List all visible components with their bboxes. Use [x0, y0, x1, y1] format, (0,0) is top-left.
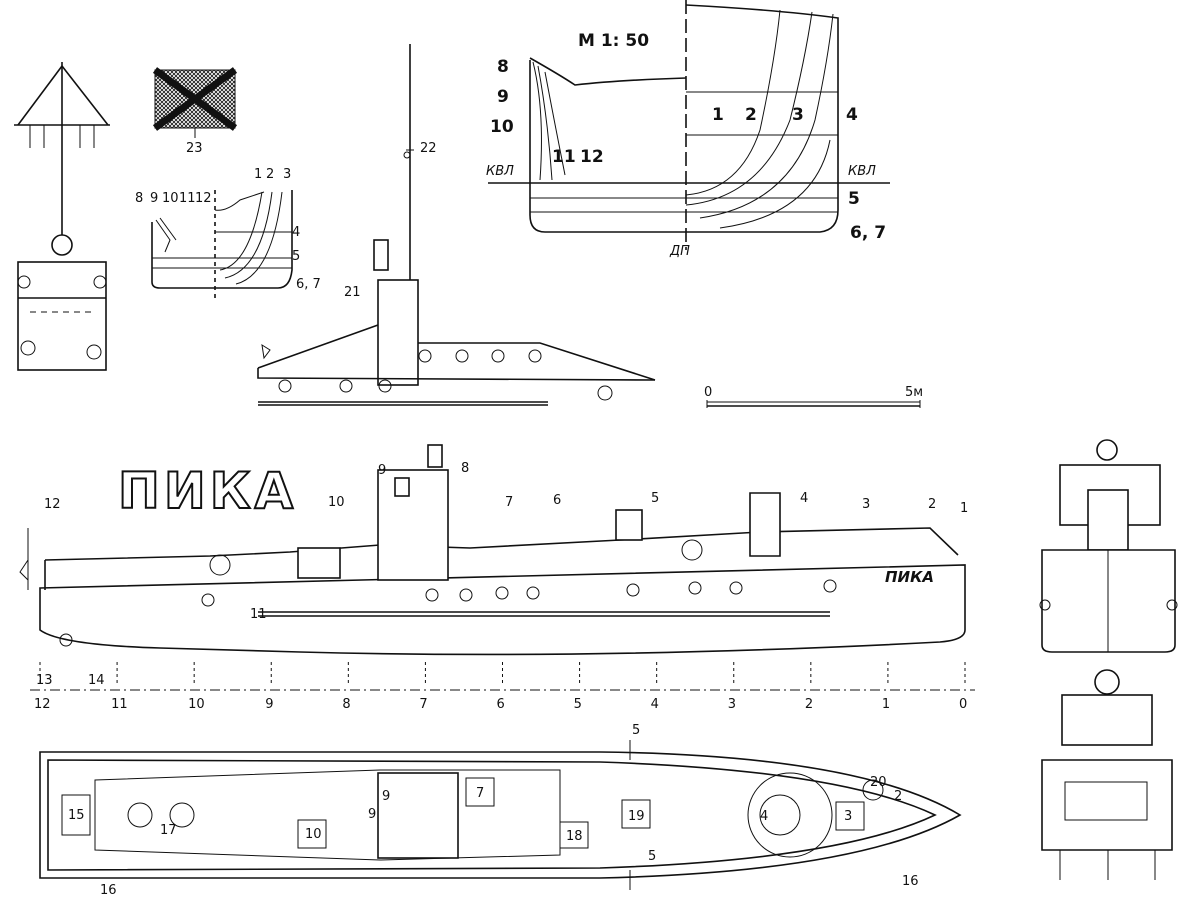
callout-5: 5 [651, 491, 659, 506]
scale-label: М 1: 50 [578, 31, 649, 51]
scalebar-end: 5м [905, 385, 923, 400]
callout-22: 22 [420, 141, 437, 156]
small-bp-label-9: 9 [150, 191, 158, 206]
station-label: 0 [959, 697, 967, 712]
plan-callout-2: 2 [894, 789, 902, 804]
large-bp-label-6-7: 6, 7 [850, 223, 886, 243]
callout-11: 11 [250, 607, 267, 622]
callout-4: 4 [800, 491, 808, 506]
plan-callout-16-right: 16 [902, 874, 919, 889]
station-label: 12 [34, 697, 51, 712]
large-bp-label-11: 11 [552, 147, 576, 167]
centerline-label: ДП [669, 244, 690, 259]
plan-callout-18: 18 [566, 829, 583, 844]
callout-7: 7 [505, 495, 513, 510]
front-view-mast [14, 62, 110, 371]
station-label: 5 [574, 697, 582, 712]
callout-9: 9 [378, 463, 386, 478]
large-bp-label-2: 2 [745, 105, 757, 125]
callout-23: 23 [186, 141, 203, 156]
plan-callout-9-bottom: 9 [368, 807, 376, 822]
plan-callout-7: 7 [476, 786, 484, 801]
station-label: 11 [111, 697, 128, 712]
main-side-profile: ПИКА 1 2 3 4 5 6 7 8 9 10 11 12 13 14 [19, 444, 968, 688]
callout-10: 10 [328, 495, 345, 510]
large-bp-label-4: 4 [846, 105, 858, 125]
plan-callout-20: 20 [870, 775, 887, 790]
ship-name-hull: ПИКА [885, 568, 934, 586]
naval-ensign: 23 [152, 67, 238, 156]
upper-side-profile: 22 21 [257, 44, 656, 406]
callout-13: 13 [36, 673, 53, 688]
large-bp-label-9: 9 [497, 87, 509, 107]
station-label: 3 [728, 697, 736, 712]
small-bp-label-12: 12 [195, 191, 212, 206]
small-bp-label-11: 11 [179, 191, 196, 206]
deck-plan: 2 3 4 5 5 7 9 9 10 15 16 16 17 18 19 20 [39, 723, 962, 898]
callout-12: 12 [44, 497, 61, 512]
station-label: 4 [651, 697, 659, 712]
scalebar-start: 0 [704, 385, 712, 400]
stern-view [1039, 439, 1178, 653]
plan-callout-4: 4 [760, 809, 768, 824]
station-label: 8 [342, 697, 350, 712]
waterline-label-right: КВЛ [848, 164, 876, 179]
ship-name-title: ПИКА [118, 462, 297, 520]
plan-callout-15: 15 [68, 808, 85, 823]
small-bp-label-4: 4 [292, 225, 300, 240]
small-bp-label-2: 2 [266, 167, 274, 182]
small-bp-label-8: 8 [135, 191, 143, 206]
small-bp-label-10: 10 [162, 191, 179, 206]
station-label: 10 [188, 697, 205, 712]
plan-callout-17: 17 [160, 823, 177, 838]
plan-callout-3: 3 [844, 809, 852, 824]
body-plan-small: 8 9 10 11 12 1 2 3 4 5 6, 7 [135, 167, 321, 300]
callout-21: 21 [344, 285, 361, 300]
callout-3: 3 [862, 497, 870, 512]
large-bp-label-1: 1 [712, 105, 724, 125]
plan-callout-16-left: 16 [100, 883, 117, 898]
station-label: 6 [497, 697, 505, 712]
large-bp-label-12: 12 [580, 147, 604, 167]
station-label: 9 [265, 697, 273, 712]
large-bp-label-5: 5 [848, 189, 860, 209]
plan-callout-19: 19 [628, 809, 645, 824]
waterline-label-left: КВЛ [486, 164, 514, 179]
small-bp-label-3: 3 [283, 167, 291, 182]
large-bp-label-3: 3 [792, 105, 804, 125]
callout-1: 1 [960, 501, 968, 516]
callout-14: 14 [88, 673, 105, 688]
callout-6: 6 [553, 493, 561, 508]
station-label: 7 [419, 697, 427, 712]
small-bp-label-6-7: 6, 7 [296, 277, 321, 292]
plan-callout-5-bottom: 5 [648, 849, 656, 864]
small-bp-label-1: 1 [254, 167, 262, 182]
callout-8: 8 [461, 461, 469, 476]
large-bp-label-10: 10 [490, 117, 514, 137]
plan-callout-5-top: 5 [632, 723, 640, 738]
small-bp-label-5: 5 [292, 249, 300, 264]
plan-callout-9-top: 9 [382, 789, 390, 804]
large-bp-label-8: 8 [497, 57, 509, 77]
plan-callout-10: 10 [305, 827, 322, 842]
callout-2: 2 [928, 497, 936, 512]
body-plan-large: М 1: 50 8 9 10 11 12 1 2 3 4 5 6, 7 КВЛ … [486, 0, 890, 259]
station-label: 2 [805, 697, 813, 712]
station-label: 1 [882, 697, 890, 712]
scale-bar: 0 5м [704, 385, 923, 408]
bow-view [1041, 669, 1173, 880]
